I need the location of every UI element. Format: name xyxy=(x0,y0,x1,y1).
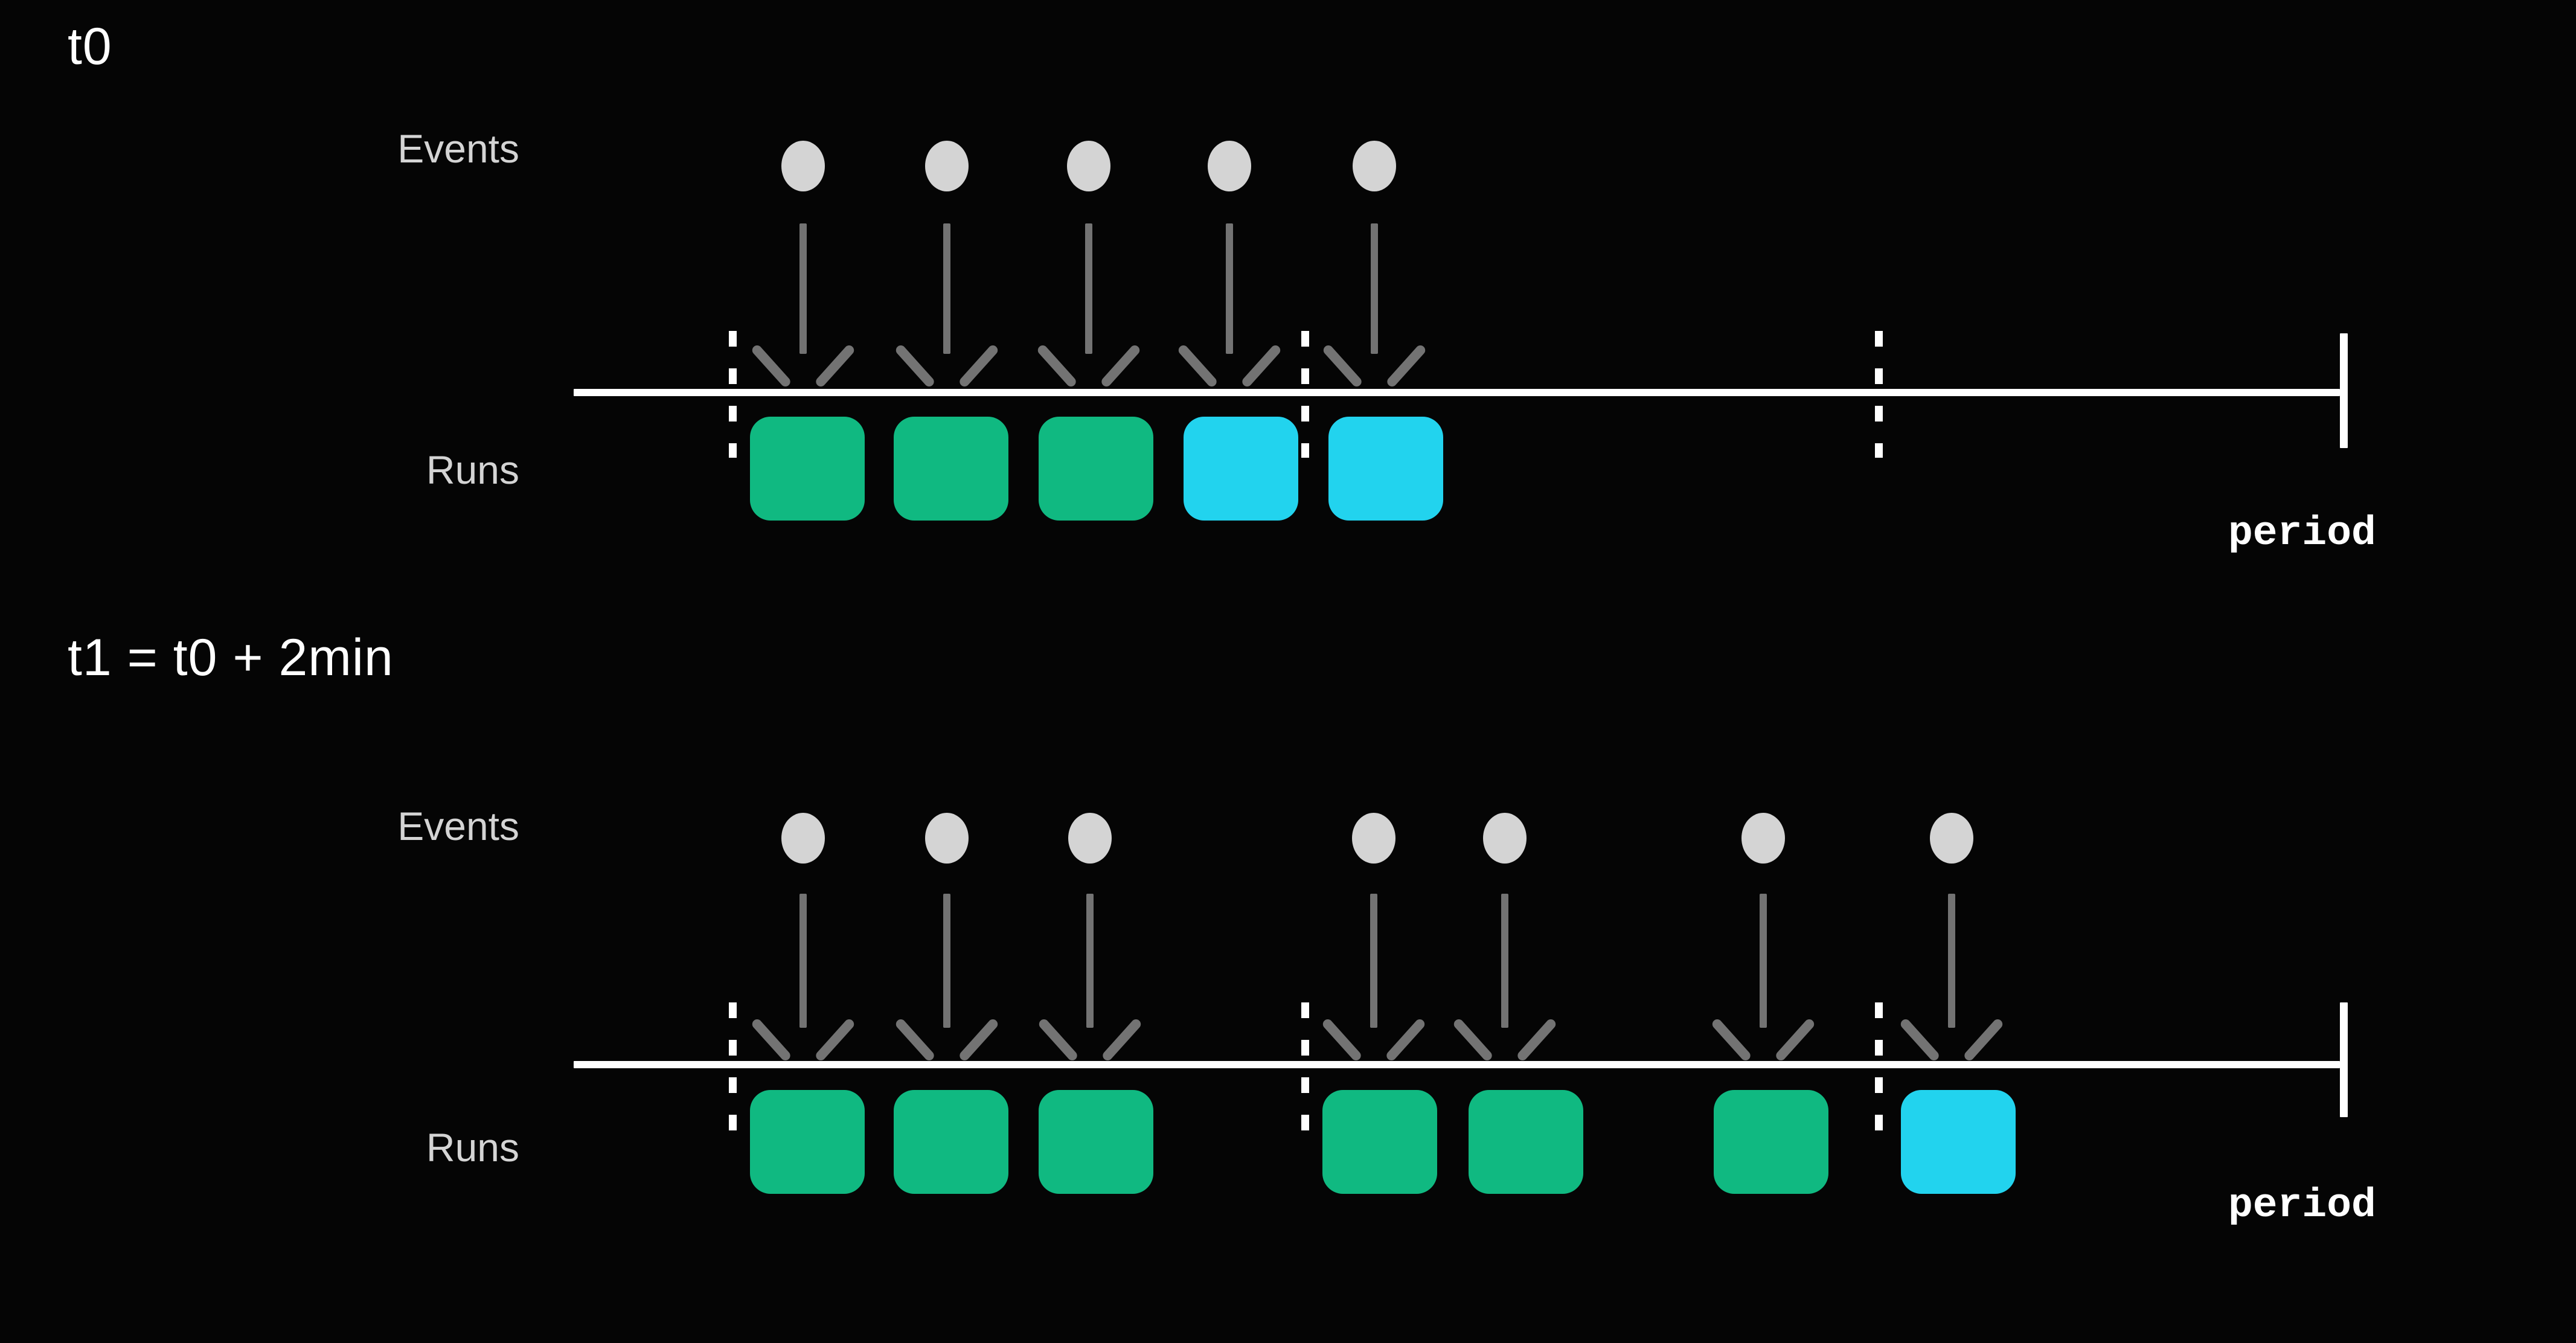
arrow-shaft xyxy=(1370,894,1377,1028)
time-label-t1: t1 = t0 + 2min xyxy=(68,629,394,687)
arrow-wing-right xyxy=(1385,1017,1427,1063)
event-arrow-t1-1 xyxy=(894,894,1000,1063)
event-dot-t1-2 xyxy=(1068,813,1112,864)
arrow-wing-right xyxy=(814,343,856,389)
arrow-wing-left xyxy=(750,343,792,389)
event-arrow-t1-0 xyxy=(750,894,856,1063)
runs-row-label-t1: Runs xyxy=(426,1125,519,1170)
arrow-wing-right xyxy=(1240,343,1283,389)
event-dot-t0-2 xyxy=(1067,141,1110,191)
timeline-axis-t0 xyxy=(574,389,2340,396)
period-marker-t0-0 xyxy=(729,331,737,458)
runs-row-label-t0: Runs xyxy=(426,447,519,492)
arrow-wing-right xyxy=(1774,1017,1816,1063)
event-dot-t1-5 xyxy=(1741,813,1785,864)
event-arrow-t1-3 xyxy=(1321,894,1427,1063)
run-box-t0-1 xyxy=(894,417,1008,521)
run-box-t1-0 xyxy=(750,1090,865,1194)
arrow-wing-left xyxy=(1452,1017,1494,1063)
run-box-t1-3 xyxy=(1322,1090,1437,1194)
timeline-axis-t1 xyxy=(574,1061,2340,1068)
arrow-wing-right xyxy=(1385,343,1427,389)
period-label-t0: period xyxy=(2228,510,2376,557)
arrow-wing-left xyxy=(1037,1017,1079,1063)
event-dot-t1-0 xyxy=(781,813,825,864)
period-marker-t0-1 xyxy=(1301,331,1309,458)
arrow-shaft xyxy=(1760,894,1767,1028)
arrow-wing-left xyxy=(1710,1017,1752,1063)
run-box-t1-1 xyxy=(894,1090,1008,1194)
period-label-t1: period xyxy=(2228,1182,2376,1229)
arrow-wing-left xyxy=(1176,343,1219,389)
events-row-label-t0: Events xyxy=(397,126,519,171)
arrow-shaft xyxy=(1085,223,1092,354)
run-box-t0-2 xyxy=(1039,417,1153,521)
run-box-t0-4 xyxy=(1328,417,1443,521)
period-marker-t1-0 xyxy=(729,1002,737,1130)
arrow-wing-right xyxy=(1962,1017,2005,1063)
run-box-t1-4 xyxy=(1469,1090,1583,1194)
event-dot-t0-1 xyxy=(925,141,969,191)
arrow-wing-right xyxy=(814,1017,856,1063)
period-marker-t0-2 xyxy=(1875,331,1883,458)
arrow-shaft xyxy=(1226,223,1233,354)
arrow-wing-left xyxy=(1036,343,1078,389)
event-arrow-t0-2 xyxy=(1036,223,1142,389)
event-arrow-t0-4 xyxy=(1321,223,1427,389)
event-arrow-t0-3 xyxy=(1176,223,1283,389)
arrow-shaft xyxy=(1086,894,1094,1028)
run-box-t1-2 xyxy=(1039,1090,1153,1194)
arrow-wing-left xyxy=(1321,343,1363,389)
event-dot-t1-3 xyxy=(1352,813,1395,864)
arrow-shaft xyxy=(943,894,950,1028)
event-dot-t1-4 xyxy=(1483,813,1527,864)
event-arrow-t0-1 xyxy=(894,223,1000,389)
events-row-label-t1: Events xyxy=(397,804,519,848)
run-box-t0-0 xyxy=(750,417,865,521)
event-dot-t1-1 xyxy=(925,813,969,864)
timeline-end-tick-t0 xyxy=(2340,333,2348,448)
event-arrow-t1-4 xyxy=(1452,894,1558,1063)
event-arrow-t1-5 xyxy=(1710,894,1816,1063)
run-box-t1-6 xyxy=(1901,1090,2016,1194)
run-box-t0-3 xyxy=(1184,417,1298,521)
event-dot-t0-3 xyxy=(1208,141,1251,191)
arrow-shaft xyxy=(1948,894,1955,1028)
time-label-t0: t0 xyxy=(68,18,112,75)
arrow-shaft xyxy=(799,894,807,1028)
arrow-shaft xyxy=(1501,894,1508,1028)
event-dot-t0-0 xyxy=(781,141,825,191)
arrow-wing-right xyxy=(1101,1017,1143,1063)
arrow-wing-right xyxy=(958,343,1000,389)
event-dot-t0-4 xyxy=(1353,141,1396,191)
arrow-shaft xyxy=(943,223,950,354)
timeline-end-tick-t1 xyxy=(2340,1002,2348,1117)
arrow-wing-left xyxy=(894,343,936,389)
arrow-wing-right xyxy=(1516,1017,1558,1063)
period-marker-t1-2 xyxy=(1875,1002,1883,1130)
arrow-shaft xyxy=(1371,223,1378,354)
arrow-wing-left xyxy=(750,1017,792,1063)
arrow-wing-right xyxy=(958,1017,1000,1063)
run-box-t1-5 xyxy=(1714,1090,1828,1194)
arrow-wing-left xyxy=(894,1017,936,1063)
event-arrow-t0-0 xyxy=(750,223,856,389)
arrow-wing-right xyxy=(1100,343,1142,389)
arrow-shaft xyxy=(799,223,807,354)
arrow-wing-left xyxy=(1898,1017,1941,1063)
event-arrow-t1-2 xyxy=(1037,894,1143,1063)
period-marker-t1-1 xyxy=(1301,1002,1309,1130)
event-dot-t1-6 xyxy=(1930,813,1973,864)
event-arrow-t1-6 xyxy=(1898,894,2005,1063)
arrow-wing-left xyxy=(1321,1017,1363,1063)
